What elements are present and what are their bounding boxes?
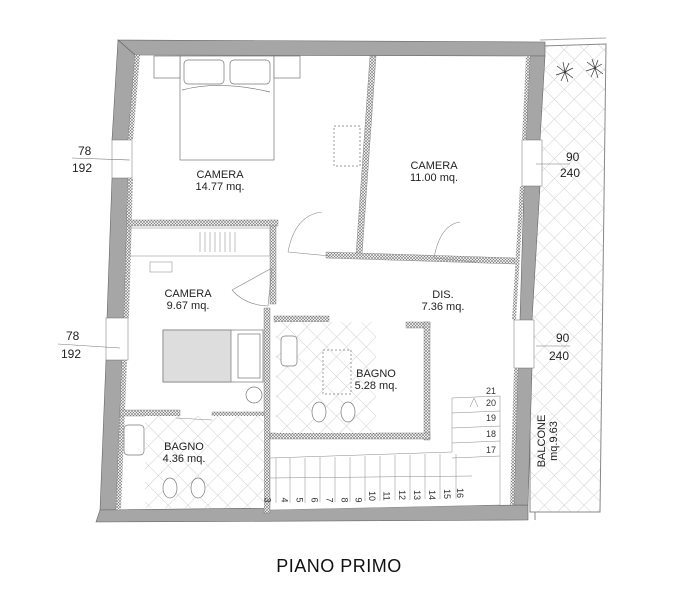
room-label-camera-3: CAMERA 9.67 mq. — [138, 288, 238, 312]
window-3-height: 240 — [560, 166, 581, 180]
room-name: BAGNO — [164, 441, 204, 453]
room-area: 11.00 mq. — [409, 172, 459, 184]
single-bed-icon — [162, 329, 264, 404]
stair-step-number: 21 — [486, 386, 497, 396]
stair-step-number: 8 — [339, 497, 350, 503]
room-name: CAMERA — [196, 169, 244, 181]
stair-step-number: 20 — [486, 398, 497, 408]
stair-step-number: 11 — [381, 491, 392, 501]
room-name: CAMERA — [164, 288, 212, 300]
stair-step-number: 10 — [367, 490, 378, 502]
stair-step-number: 14 — [427, 489, 438, 501]
room-area: 5.28 mq. — [354, 380, 398, 392]
window-1-height: 192 — [72, 161, 93, 175]
stair-step-number: 6 — [309, 497, 320, 503]
stair-step-number: 13 — [412, 489, 423, 501]
stair-step-number: 4 — [279, 497, 290, 503]
window-4-height: 240 — [549, 349, 570, 363]
room-label-disimpegno: DIS. 7.36 mq. — [393, 289, 493, 313]
wall-insulation — [116, 55, 530, 510]
room-area: 7.36 mq. — [421, 301, 465, 313]
room-area: 14.77 mq. — [195, 181, 245, 193]
dimension-lines — [57, 157, 570, 349]
window-2-width: 78 — [66, 329, 80, 343]
room-area: 4.36 mq. — [162, 453, 206, 465]
room-label-bagno-1: BAGNO 5.28 mq. — [326, 368, 426, 392]
stair-step-number: 5 — [294, 497, 305, 503]
double-bed-icon — [153, 55, 301, 161]
stair-step-number: 16 — [455, 487, 466, 499]
window-2-height: 192 — [61, 347, 82, 361]
balcony-name: BALCONE — [536, 414, 548, 468]
room-label-bagno-2: BAGNO 4.36 mq. — [134, 441, 234, 465]
wardrobe — [129, 227, 271, 273]
room-name: CAMERA — [410, 160, 458, 172]
stair-step-number: 7 — [324, 497, 335, 503]
window-1-width: 78 — [78, 144, 92, 158]
partition-walls — [119, 55, 516, 514]
balcony-label: BALCONE mq.9.63 — [536, 411, 560, 471]
staircase — [269, 395, 501, 511]
stair-step-number: 19 — [486, 413, 497, 423]
floor-title: PIANO PRIMO — [276, 556, 402, 576]
stair-step-number: 12 — [397, 489, 408, 501]
window-4-width: 90 — [556, 331, 570, 345]
room-label-camera-2: CAMERA 11.00 mq. — [384, 160, 484, 184]
stair-step-number: 15 — [442, 488, 453, 500]
plant-icon — [555, 58, 604, 83]
bathroom-fixtures — [123, 335, 356, 499]
room-area: 9.67 mq. — [166, 300, 210, 312]
stair-step-number: 9 — [353, 497, 364, 503]
outer-walls — [95, 39, 546, 523]
room-label-camera-1: CAMERA 14.77 mq. — [170, 169, 270, 193]
stair-step-number: 17 — [486, 445, 497, 455]
room-name: BAGNO — [356, 368, 396, 380]
door-swings — [175, 211, 477, 421]
stair-step-number: 18 — [486, 429, 497, 439]
stair-step-number: 3 — [262, 497, 273, 503]
window-openings — [105, 139, 543, 369]
room-name: DIS. — [432, 289, 454, 301]
window-3-width: 90 — [566, 150, 580, 164]
balcony-area: mq.9.63 — [548, 421, 560, 461]
desk — [333, 125, 361, 167]
